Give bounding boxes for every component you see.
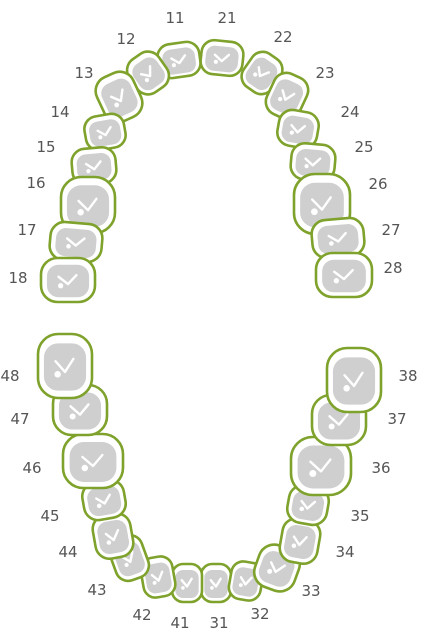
tooth-label-33: 33 [301,582,320,600]
tooth-label-11: 11 [165,9,184,27]
tooth-31-pit [210,586,214,590]
tooth-label-21: 21 [217,9,236,27]
tooth-36-pit [309,470,316,477]
tooth-label-47: 47 [10,410,29,428]
tooth-46[interactable] [63,434,123,488]
tooth-label-42: 42 [132,606,151,624]
tooth-label-27: 27 [381,221,400,239]
tooth-label-13: 13 [74,64,93,82]
tooth-label-41: 41 [170,614,189,632]
tooth-label-43: 43 [87,581,106,599]
tooth-label-16: 16 [26,174,45,192]
tooth-16-pit [77,209,83,215]
tooth-label-36: 36 [371,459,390,477]
tooth-label-31: 31 [209,614,228,632]
tooth-47-pit [70,413,76,419]
tooth-17-surface [54,227,97,259]
tooth-label-38: 38 [398,367,417,385]
tooth-label-35: 35 [350,507,369,525]
tooth-label-32: 32 [250,605,269,623]
tooth-41-pit [181,586,185,590]
tooth-label-18: 18 [8,269,27,287]
tooth-37-pit [329,423,335,429]
tooth-label-44: 44 [58,543,77,561]
tooth-48-surface [44,343,86,390]
tooth-label-28: 28 [383,259,402,277]
tooth-label-15: 15 [36,138,55,156]
tooth-label-48: 48 [0,367,19,385]
tooth-label-23: 23 [315,64,334,82]
tooth-16-surface [67,185,109,226]
tooth-label-46: 46 [22,459,41,477]
tooth-48-pit [54,371,60,377]
tooth-26-pit [311,208,318,215]
tooth-14[interactable] [82,112,127,152]
tooth-46-surface [70,442,117,482]
tooth-label-12: 12 [116,30,135,48]
tooth-38[interactable] [327,348,381,412]
tooth-31-surface [204,570,227,598]
tooth-label-14: 14 [50,103,69,121]
tooth-27-surface [317,223,360,255]
tooth-label-22: 22 [273,28,292,46]
tooth-21[interactable] [199,39,244,77]
tooth-48[interactable] [38,334,92,398]
tooth-18-pit [58,283,63,288]
tooth-38-surface [333,357,375,404]
tooth-38-pit [343,385,349,391]
tooth-label-25: 25 [354,138,373,156]
tooth-label-24: 24 [340,103,359,121]
tooth-41-surface [175,570,198,598]
tooth-label-37: 37 [387,410,406,428]
tooth-46-pit [82,465,88,471]
tooth-label-17: 17 [17,221,36,239]
tooth-28[interactable] [316,253,372,297]
tooth-18-surface [47,265,89,298]
tooth-label-45: 45 [40,507,59,525]
tooth-18[interactable] [41,258,95,302]
tooth-31[interactable] [201,564,231,602]
tooth-28-surface [322,260,366,293]
tooth-label-26: 26 [368,175,387,193]
tooth-36-surface [298,446,345,489]
tooth-label-34: 34 [335,543,354,561]
tooth-21-surface [204,45,239,73]
tooth-28-pit [334,278,339,283]
